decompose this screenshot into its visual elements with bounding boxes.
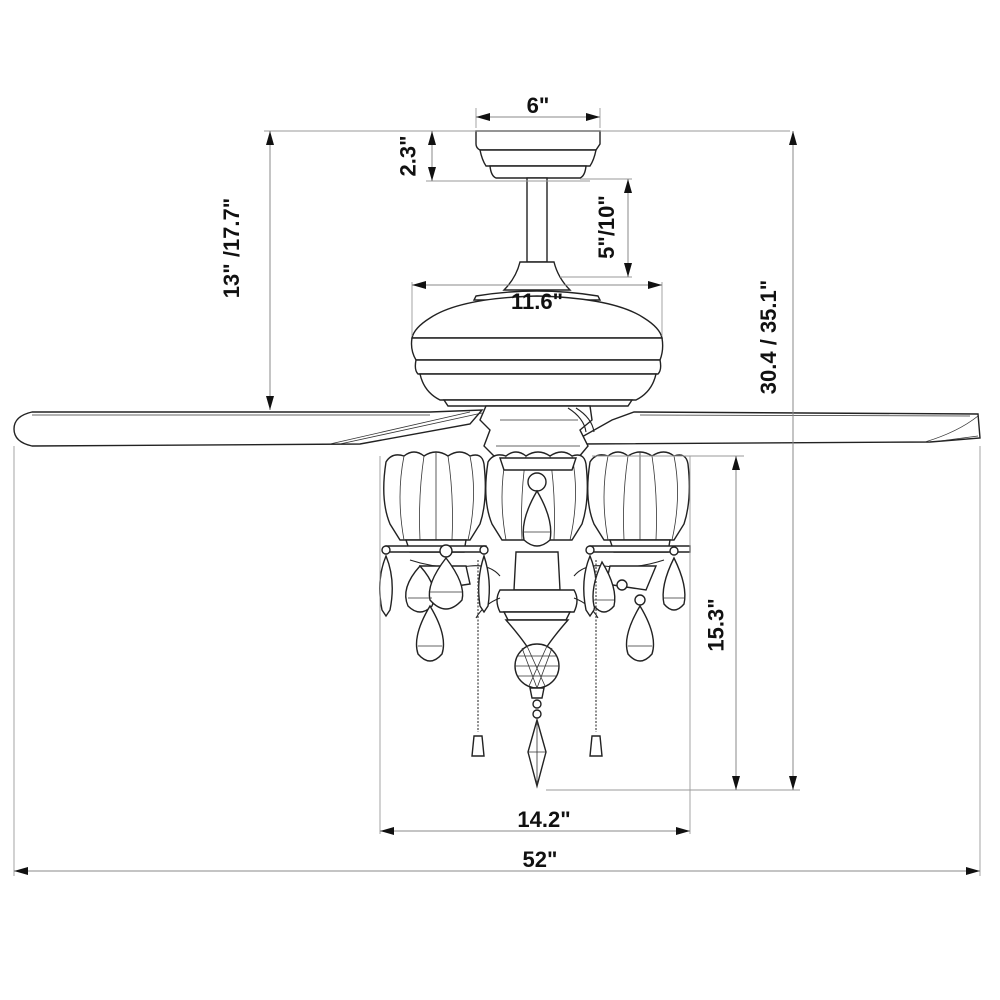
fan-blade-right xyxy=(579,411,981,445)
dim-light-kit-width xyxy=(380,827,690,835)
canopy xyxy=(475,130,601,179)
center-column xyxy=(475,457,599,649)
label-light-kit-height: 15.3" xyxy=(703,598,729,652)
motor-housing xyxy=(410,290,664,407)
label-canopy-width: 6" xyxy=(526,93,550,118)
label-downrod-length: 5"/10" xyxy=(593,195,619,259)
crystal-ball-finial xyxy=(514,643,560,789)
switch-housing xyxy=(479,405,595,459)
pull-chain-right xyxy=(589,560,603,757)
pull-chain-left xyxy=(471,560,485,757)
dim-overall-height xyxy=(789,131,797,790)
dim-motor-width xyxy=(412,281,662,289)
dim-ceiling-to-blade xyxy=(266,131,274,410)
dim-canopy-height xyxy=(428,131,436,181)
downrod xyxy=(502,177,572,291)
label-light-kit-width: 14.2" xyxy=(517,807,571,832)
dim-canopy-width xyxy=(476,113,600,121)
glass-shade-left xyxy=(383,451,487,553)
extension-lines xyxy=(13,108,981,876)
label-canopy-height: 2.3" xyxy=(395,135,421,177)
dim-light-kit-height xyxy=(732,456,740,790)
dim-downrod xyxy=(624,179,632,277)
dim-blade-span xyxy=(14,867,980,875)
fan-blade-left xyxy=(13,409,484,447)
label-ceiling-to-blade: 13" /17.7" xyxy=(219,197,245,299)
glass-shade-right xyxy=(587,451,691,553)
label-overall-height: 30.4 / 35.1" xyxy=(756,279,782,395)
label-motor-width: 11.6" xyxy=(510,289,564,314)
crystal-pendants xyxy=(379,544,686,662)
label-blade-span: 52" xyxy=(522,847,558,872)
